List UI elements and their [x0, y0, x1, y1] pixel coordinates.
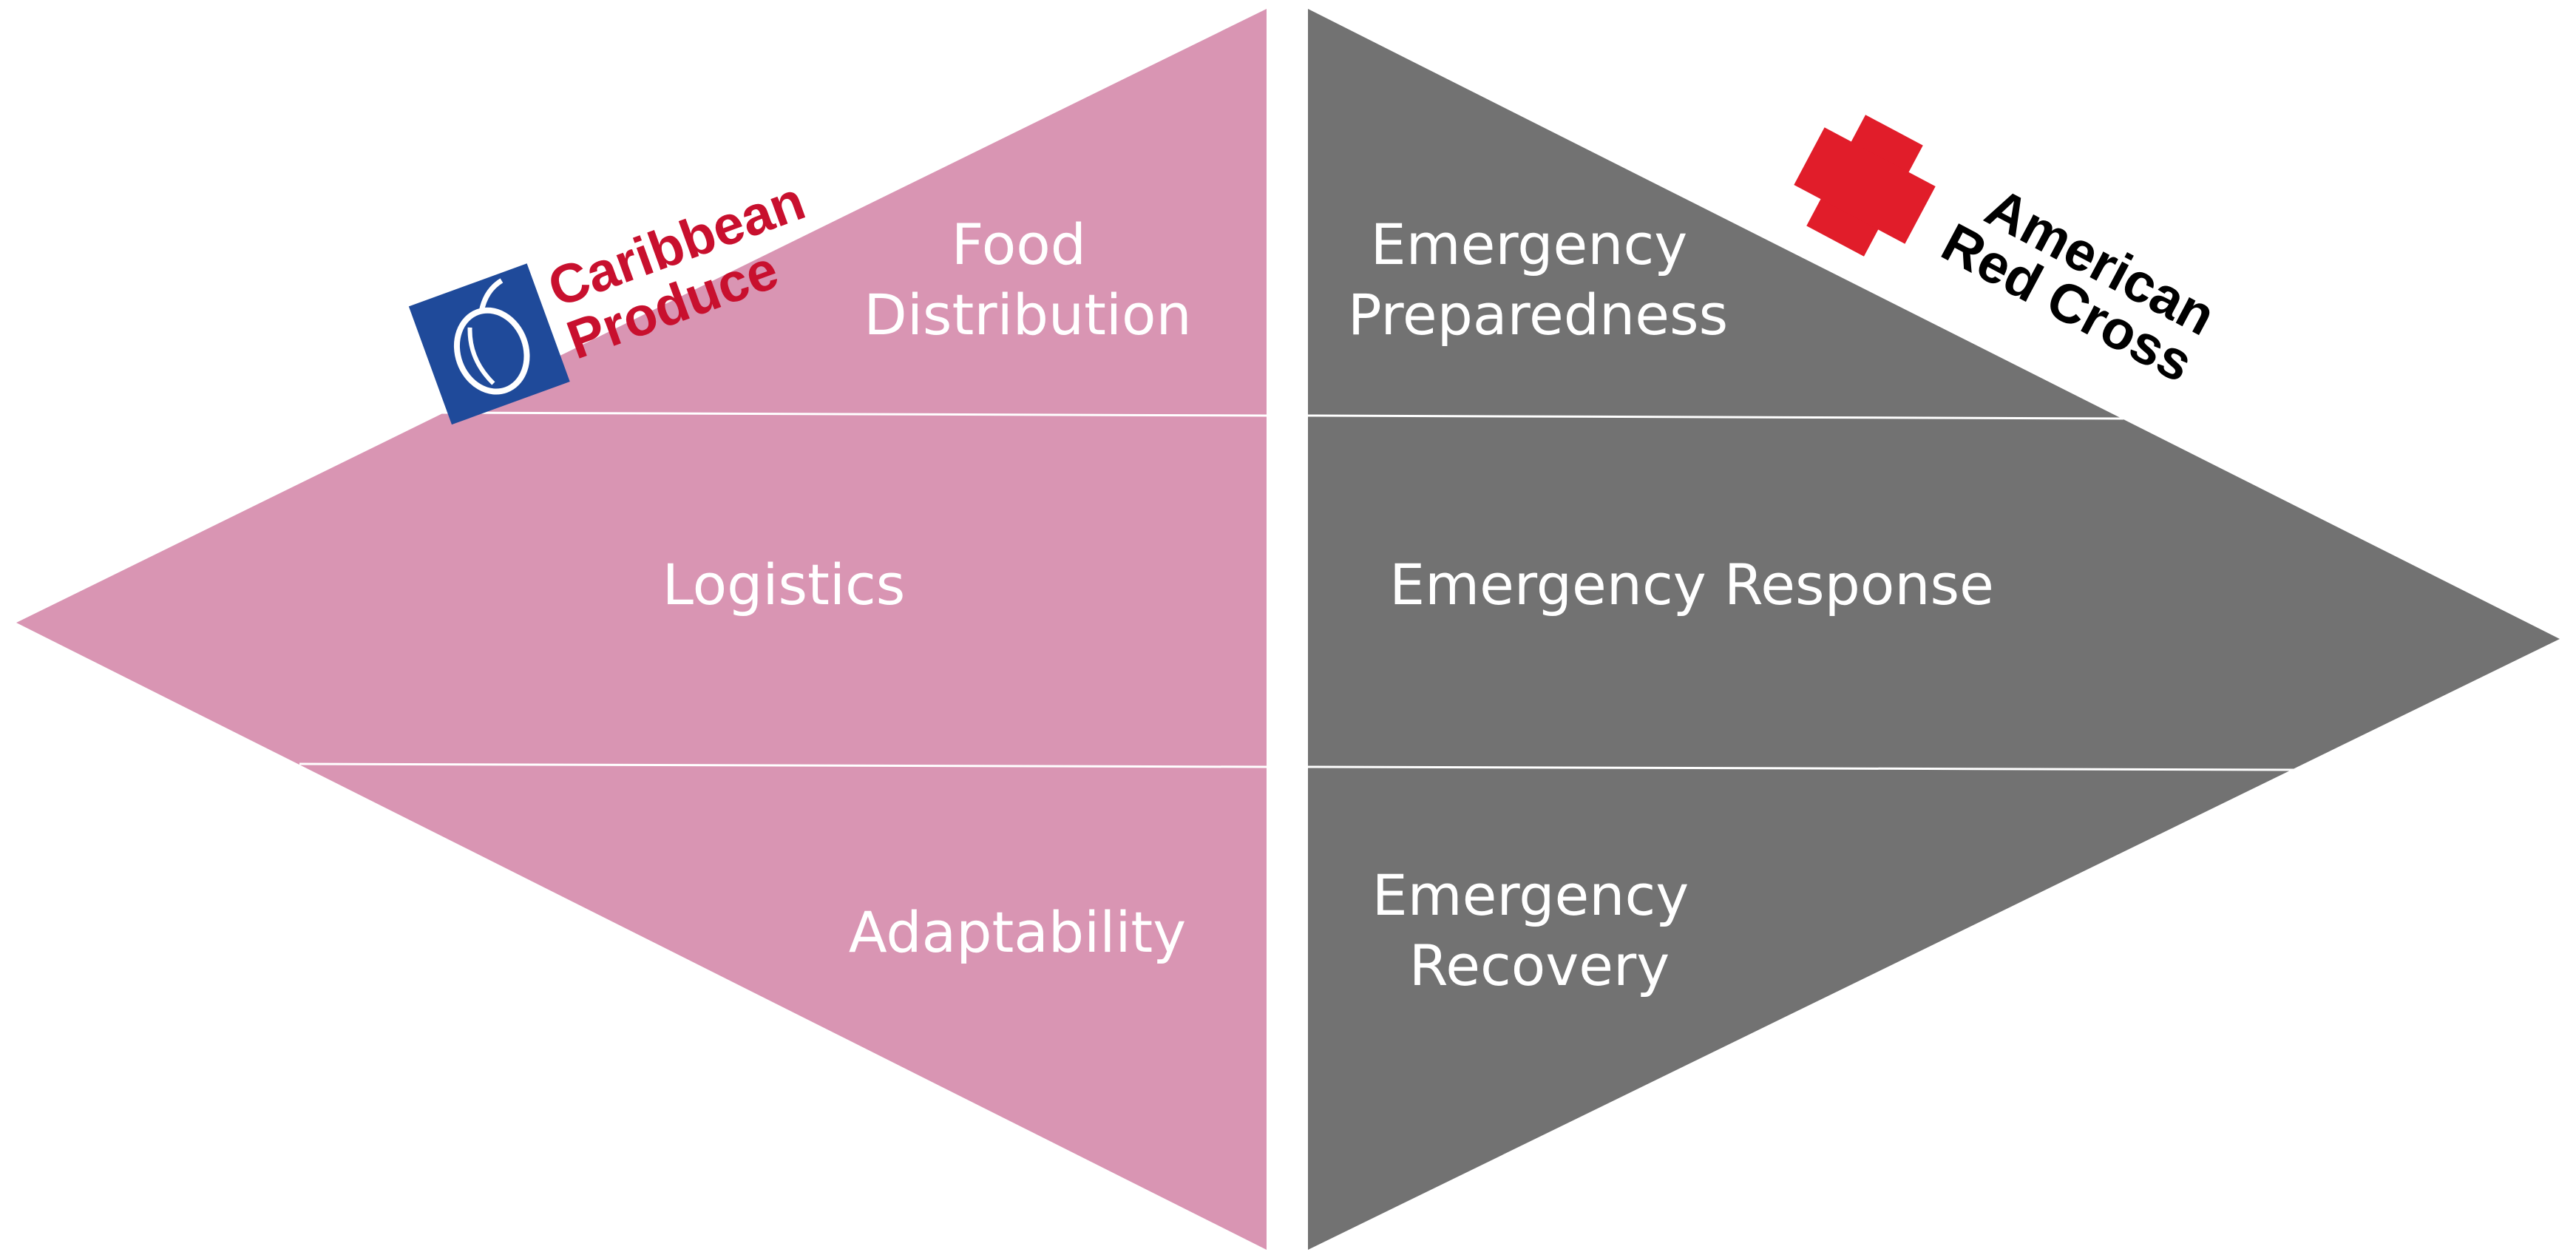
- plum-icon-stem: [478, 278, 504, 312]
- left-section-logistics: Logistics: [662, 552, 906, 617]
- plum-icon-crease: [467, 327, 495, 385]
- right-section-1-line-2: Preparedness: [1348, 282, 1728, 348]
- right-panel: Emergency Preparedness Emergency Respons…: [1307, 9, 2560, 1250]
- right-section-emergency-preparedness: Emergency Preparedness: [1348, 212, 1728, 348]
- left-triangle: [16, 9, 1267, 1250]
- left-section-3-line-1: Adaptability: [849, 899, 1186, 965]
- right-section-3-line-2: Recovery: [1409, 933, 1670, 998]
- right-divider-bottom: [1307, 765, 2295, 771]
- right-section-3-line-1: Emergency: [1372, 862, 1689, 928]
- right-section-emergency-recovery: Emergency Recovery: [1372, 862, 1707, 998]
- left-section-food-distribution: Food Distribution: [864, 212, 1191, 348]
- left-divider-top: [438, 411, 1267, 417]
- right-section-1-line-1: Emergency: [1371, 212, 1688, 277]
- left-section-1-line-1: Food: [952, 212, 1086, 277]
- left-section-1-line-2: Distribution: [864, 282, 1191, 348]
- right-section-2-line-1: Emergency Response: [1389, 552, 1994, 617]
- plum-icon-outline: [453, 307, 530, 395]
- plum-icon: [408, 263, 570, 425]
- left-panel: Food Distribution Logistics Adaptability…: [16, 9, 1267, 1250]
- left-section-2-line-1: Logistics: [662, 552, 906, 617]
- left-section-adaptability: Adaptability: [849, 899, 1186, 965]
- right-divider-top: [1307, 414, 2124, 420]
- right-section-emergency-response: Emergency Response: [1389, 552, 1994, 617]
- red-cross-icon: [1794, 115, 1936, 257]
- right-triangle: [1308, 9, 2560, 1250]
- left-divider-bottom: [299, 762, 1267, 768]
